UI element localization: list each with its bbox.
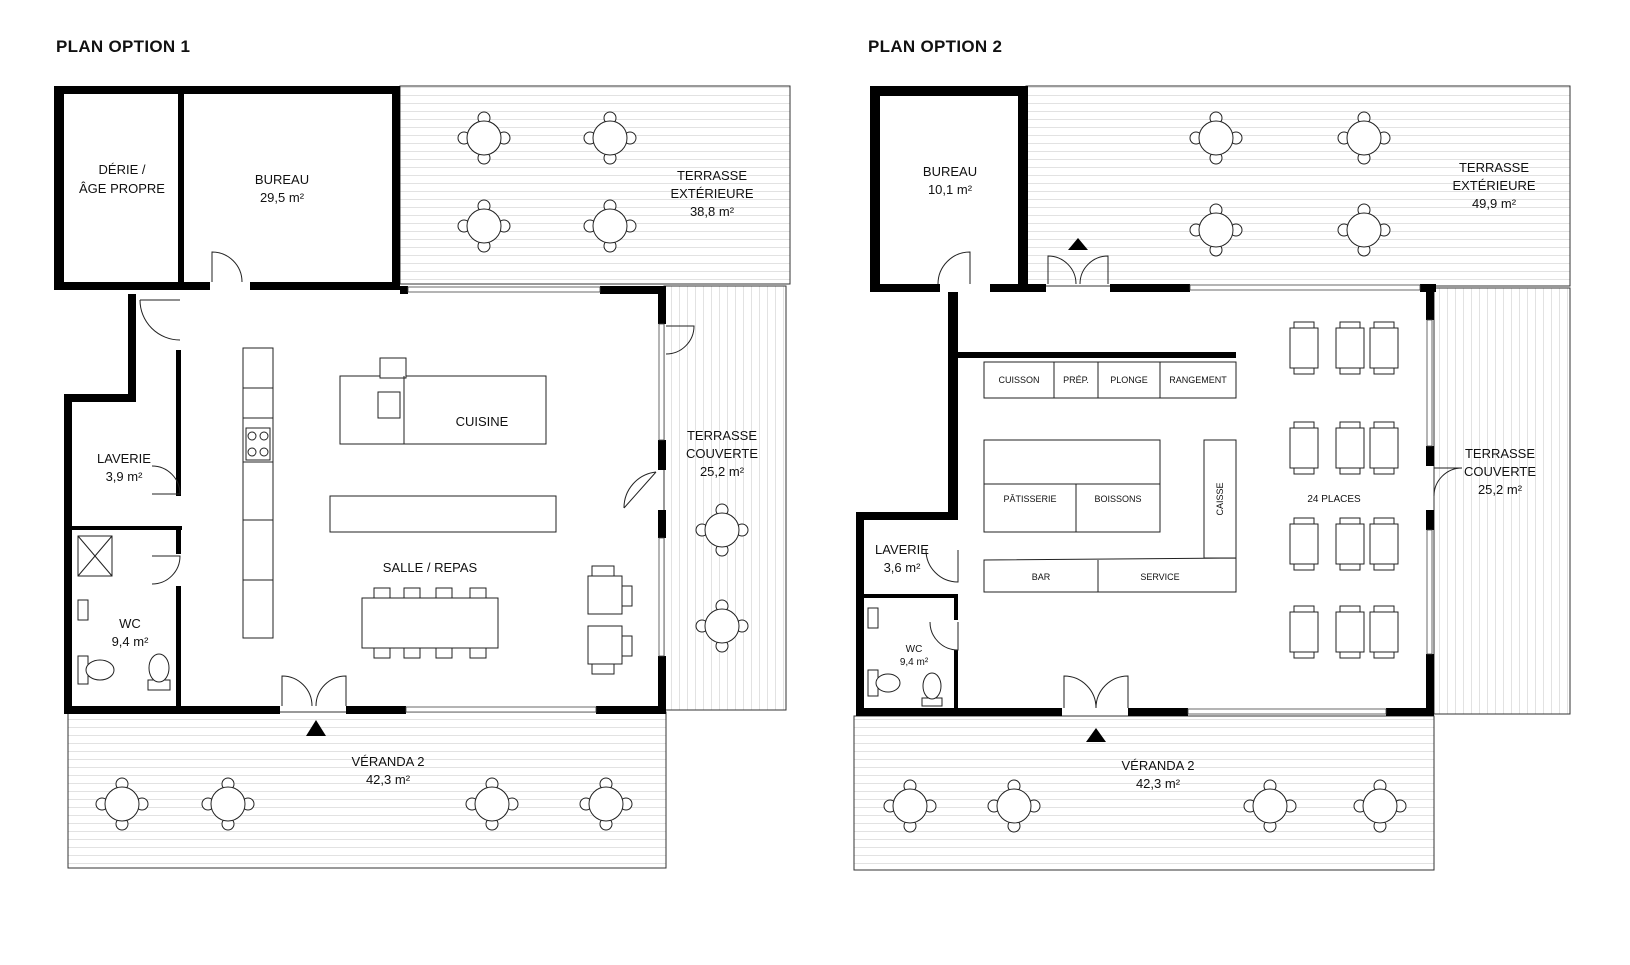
room-label: LAVERIE <box>875 542 929 557</box>
room-label: VÉRANDA 2 <box>1122 758 1195 773</box>
counter-label: CAISSE <box>1215 482 1225 515</box>
window <box>1187 708 1387 715</box>
window <box>1426 529 1433 655</box>
terrasse-exterieure-deck <box>399 85 791 285</box>
room-label: CUISINE <box>456 414 509 429</box>
window <box>658 537 665 657</box>
plan-1-dining-table <box>361 565 633 675</box>
counter-label: BOISSONS <box>1094 494 1141 504</box>
counter-label: SERVICE <box>1140 572 1179 582</box>
counter-label: PÂTISSERIE <box>1003 494 1056 504</box>
kitchen-island <box>339 375 547 445</box>
room-area: 9,4 m² <box>112 634 150 649</box>
room-label: EXTÉRIEURE <box>1452 178 1535 193</box>
room-label: BUREAU <box>255 172 309 187</box>
room-area: 49,9 m² <box>1472 196 1517 211</box>
plan-option-2: PLAN OPTION 2 <box>853 37 1571 871</box>
plan-2-doors <box>925 238 1463 742</box>
room-label: ÂGE PROPRE <box>79 181 165 196</box>
plan-1-kitchen <box>242 347 557 639</box>
terrasse-exterieure-deck <box>1025 85 1571 287</box>
plan-2-round-tables <box>883 111 1407 833</box>
room-area: 25,2 m² <box>700 464 745 479</box>
plan-2-labels: BUREAU 10,1 m² TERRASSE EXTÉRIEURE 49,9 … <box>875 160 1536 791</box>
room-label: WC <box>906 644 923 655</box>
plan-2-title: PLAN OPTION 2 <box>868 37 1002 56</box>
counter-long <box>242 347 274 639</box>
terrasse-couverte-deck <box>1433 287 1571 715</box>
room-area: 9,4 m² <box>900 657 929 668</box>
plan-2-wc-fixtures <box>867 607 943 707</box>
plan-1-doors <box>139 251 695 736</box>
room-area: 42,3 m² <box>366 772 411 787</box>
room-area: 3,6 m² <box>884 560 922 575</box>
plan-1-walls <box>54 86 666 714</box>
counter-label: RANGEMENT <box>1169 375 1227 385</box>
room-label: TERRASSE <box>677 168 747 183</box>
veranda-deck <box>853 715 1435 871</box>
plan-1-wc-fixtures <box>77 535 171 691</box>
seating-label: 24 PLACES <box>1307 494 1361 505</box>
room-label: COUVERTE <box>686 446 758 461</box>
hood <box>379 357 407 379</box>
room-label: TERRASSE <box>687 428 757 443</box>
room-label: VÉRANDA 2 <box>352 754 425 769</box>
room-area: 42,3 m² <box>1136 776 1181 791</box>
counter-label: PLONGE <box>1110 375 1148 385</box>
plan-option-1: PLAN OPTION 1 <box>54 37 791 869</box>
room-label: DÉRIE / <box>99 162 146 177</box>
plan-2-counters <box>983 361 1237 593</box>
window <box>658 323 665 441</box>
window <box>1189 284 1421 291</box>
sink <box>377 391 401 419</box>
room-label: LAVERIE <box>97 451 151 466</box>
room-area: 10,1 m² <box>928 182 973 197</box>
veranda-deck <box>67 711 667 869</box>
window <box>1426 319 1433 447</box>
room-area: 25,2 m² <box>1478 482 1523 497</box>
bar-counter <box>329 495 557 533</box>
plan-2-seating <box>1289 321 1399 659</box>
counter-label: CUISSON <box>998 375 1039 385</box>
plan-1-title: PLAN OPTION 1 <box>56 37 190 56</box>
room-label: WC <box>119 616 141 631</box>
plan-1-round-tables <box>95 111 749 831</box>
counter-label: BAR <box>1032 572 1051 582</box>
room-label: TERRASSE <box>1465 446 1535 461</box>
room-label: EXTÉRIEURE <box>670 186 753 201</box>
counter-label: PRÉP. <box>1063 375 1089 385</box>
room-area: 29,5 m² <box>260 190 305 205</box>
room-label: BUREAU <box>923 164 977 179</box>
room-label: COUVERTE <box>1464 464 1536 479</box>
window <box>407 286 601 293</box>
plan-2-walls <box>856 86 1436 716</box>
window <box>405 706 597 713</box>
plan-1-labels: DÉRIE / ÂGE PROPRE BUREAU 29,5 m² TERRAS… <box>79 162 758 787</box>
room-area: 38,8 m² <box>690 204 735 219</box>
room-label: TERRASSE <box>1459 160 1529 175</box>
room-area: 3,9 m² <box>106 469 144 484</box>
room-label: SALLE / REPAS <box>383 560 478 575</box>
